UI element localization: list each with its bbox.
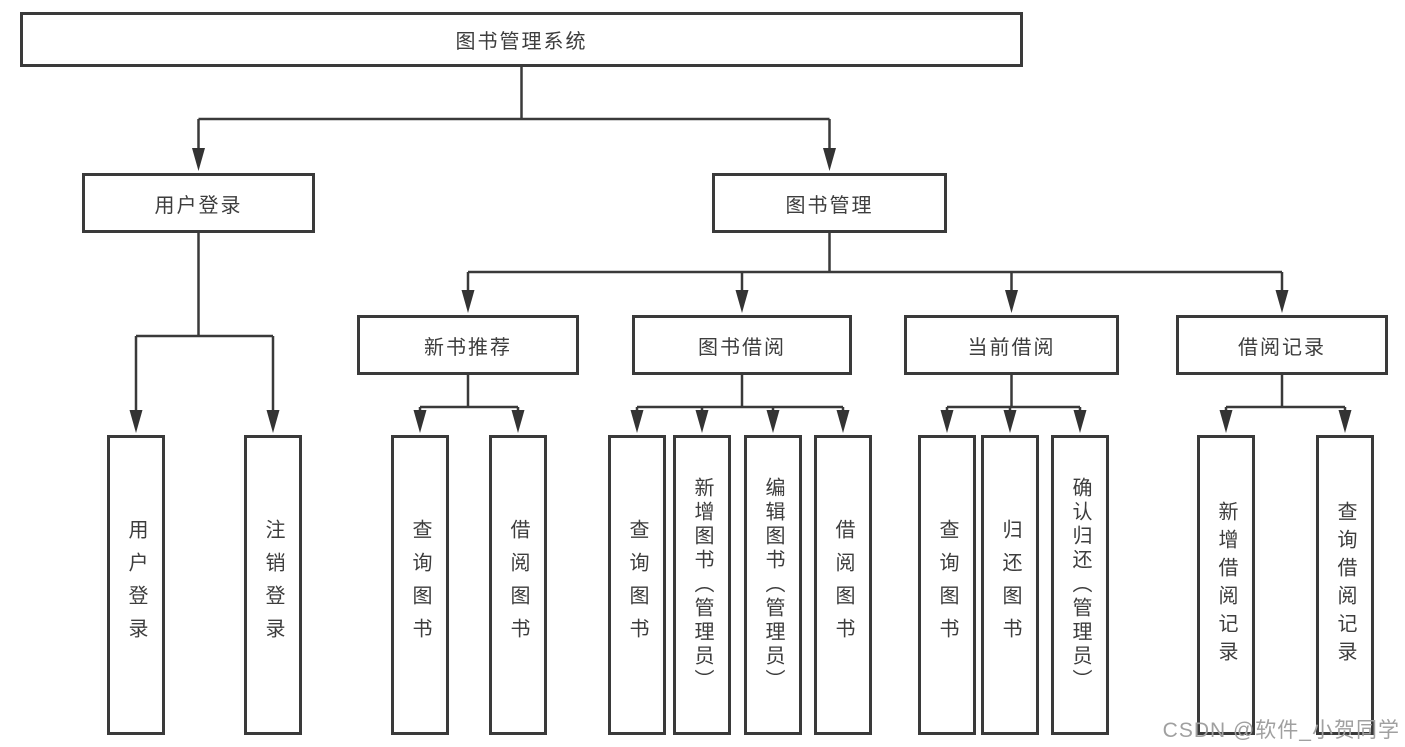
- leaf-label: 用户登录: [125, 519, 147, 651]
- node-current-borrowing: 当前借阅: [904, 315, 1119, 375]
- leaf-label: 查询借阅记录: [1334, 501, 1356, 669]
- node-label: 图书借阅: [698, 336, 786, 359]
- leaf-label: 注销登录: [262, 519, 284, 651]
- leaf-query-books-recommend: 查询图书: [391, 435, 449, 735]
- leaf-label: 归还图书: [999, 519, 1021, 651]
- leaf-label: 新增借阅记录: [1215, 501, 1237, 669]
- node-book-management-branch: 图书管理: [712, 173, 947, 233]
- leaf-query-books-borrowing: 查询图书: [608, 435, 666, 735]
- leaf-label: 查询图书: [409, 519, 431, 651]
- leaf-label: 确认归还（管理员）: [1069, 477, 1091, 693]
- leaf-user-login: 用户登录: [107, 435, 165, 735]
- node-new-book-recommendation: 新书推荐: [357, 315, 579, 375]
- leaf-query-books-current: 查询图书: [918, 435, 976, 735]
- leaf-add-books-admin: 新增图书（管理员）: [673, 435, 731, 735]
- leaf-confirm-return-admin: 确认归还（管理员）: [1051, 435, 1109, 735]
- node-library-management-system: 图书管理系统: [20, 12, 1023, 67]
- leaf-label: 借阅图书: [832, 519, 854, 651]
- leaf-label: 借阅图书: [507, 519, 529, 651]
- leaf-return-books: 归还图书: [981, 435, 1039, 735]
- leaf-edit-books-admin: 编辑图书（管理员）: [744, 435, 802, 735]
- node-label: 用户登录: [154, 194, 243, 217]
- csdn-watermark: CSDN @软件_小贺同学: [1162, 719, 1400, 742]
- leaf-label: 编辑图书（管理员）: [762, 477, 784, 693]
- node-label: 图书管理: [785, 194, 874, 217]
- node-label: 当前借阅: [967, 336, 1056, 359]
- node-book-borrowing: 图书借阅: [632, 315, 852, 375]
- node-label: 图书管理系统: [455, 31, 588, 53]
- leaf-add-borrow-record: 新增借阅记录: [1197, 435, 1255, 735]
- node-user-login-branch: 用户登录: [82, 173, 315, 233]
- leaf-label: 查询图书: [936, 519, 958, 651]
- leaf-label: 新增图书（管理员）: [691, 477, 713, 693]
- node-label: 借阅记录: [1238, 336, 1326, 359]
- node-borrowing-records: 借阅记录: [1176, 315, 1388, 375]
- leaf-borrow-books-recommend: 借阅图书: [489, 435, 547, 735]
- leaf-borrow-books: 借阅图书: [814, 435, 872, 735]
- leaf-label: 查询图书: [626, 519, 648, 651]
- node-label: 新书推荐: [424, 336, 512, 359]
- leaf-logout: 注销登录: [244, 435, 302, 735]
- leaf-query-borrow-record: 查询借阅记录: [1316, 435, 1374, 735]
